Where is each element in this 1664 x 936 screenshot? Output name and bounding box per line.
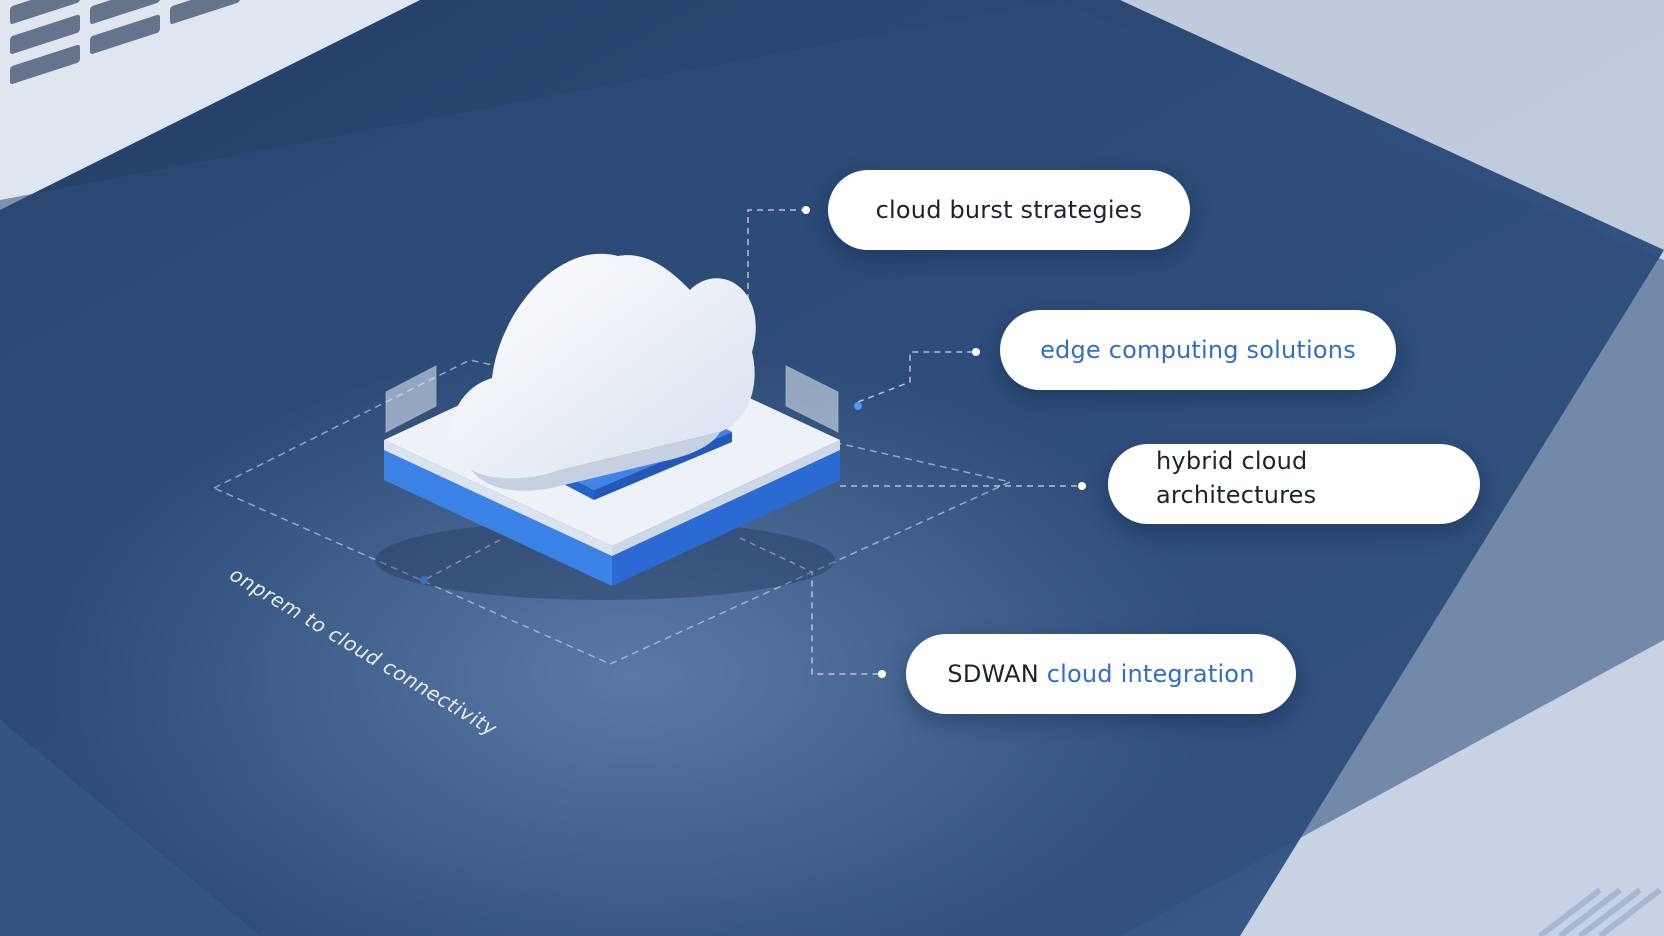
label-edge-computing-text: edge computing solutions [1040, 336, 1356, 364]
label-sdwan: SDWAN cloud integration [906, 634, 1296, 714]
cloud-icon [451, 253, 756, 491]
connector-dots [802, 206, 1086, 678]
label-edge-computing: edge computing solutions [1000, 310, 1396, 390]
label-cloud-burst-text: cloud burst strategies [875, 196, 1143, 224]
label-sdwan-prefix: SDWAN [947, 660, 1039, 688]
node-dot-blue [854, 402, 862, 410]
label-hybrid-cloud: hybrid cloud architectures [1108, 444, 1480, 524]
label-cloud-burst: cloud burst strategies [828, 170, 1190, 250]
label-hybrid-line1: hybrid cloud [1156, 447, 1308, 475]
connector-edge [857, 351, 976, 403]
label-sdwan-suffix: cloud integration [1046, 660, 1255, 688]
connector-onprem [423, 539, 501, 581]
label-hybrid-line2: architectures [1156, 481, 1317, 509]
connector-cloud-burst [747, 209, 806, 300]
connectors [423, 209, 1082, 675]
node-dot-blue-2 [420, 576, 428, 584]
